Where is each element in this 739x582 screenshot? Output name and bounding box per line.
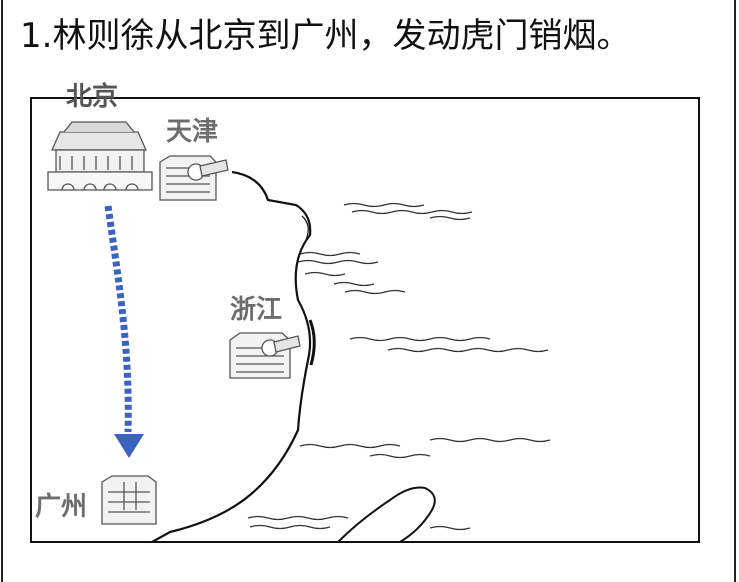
coastline	[151, 170, 312, 543]
label-zhejiang: 浙江	[230, 295, 283, 325]
label-guangzhou: 广州	[35, 492, 88, 522]
map-frame	[30, 97, 700, 543]
caption-text: 1.林则徐从北京到广州，发动虎门销烟。	[20, 16, 631, 56]
label-tianjin: 天津	[166, 117, 219, 147]
palace-gate-icon	[47, 121, 153, 191]
label-beijing: 北京	[66, 82, 119, 112]
island-shape	[337, 486, 436, 543]
sea-waves	[247, 202, 551, 531]
page-border-right	[734, 0, 736, 582]
fort-cannon-icon-zhejiang	[229, 332, 301, 379]
page-border-left	[1, 0, 3, 582]
route-line	[104, 205, 132, 433]
fort-icon-guangzhou	[101, 475, 157, 525]
fort-cannon-icon-tianjin	[159, 155, 229, 201]
route-arrowhead	[114, 434, 144, 458]
